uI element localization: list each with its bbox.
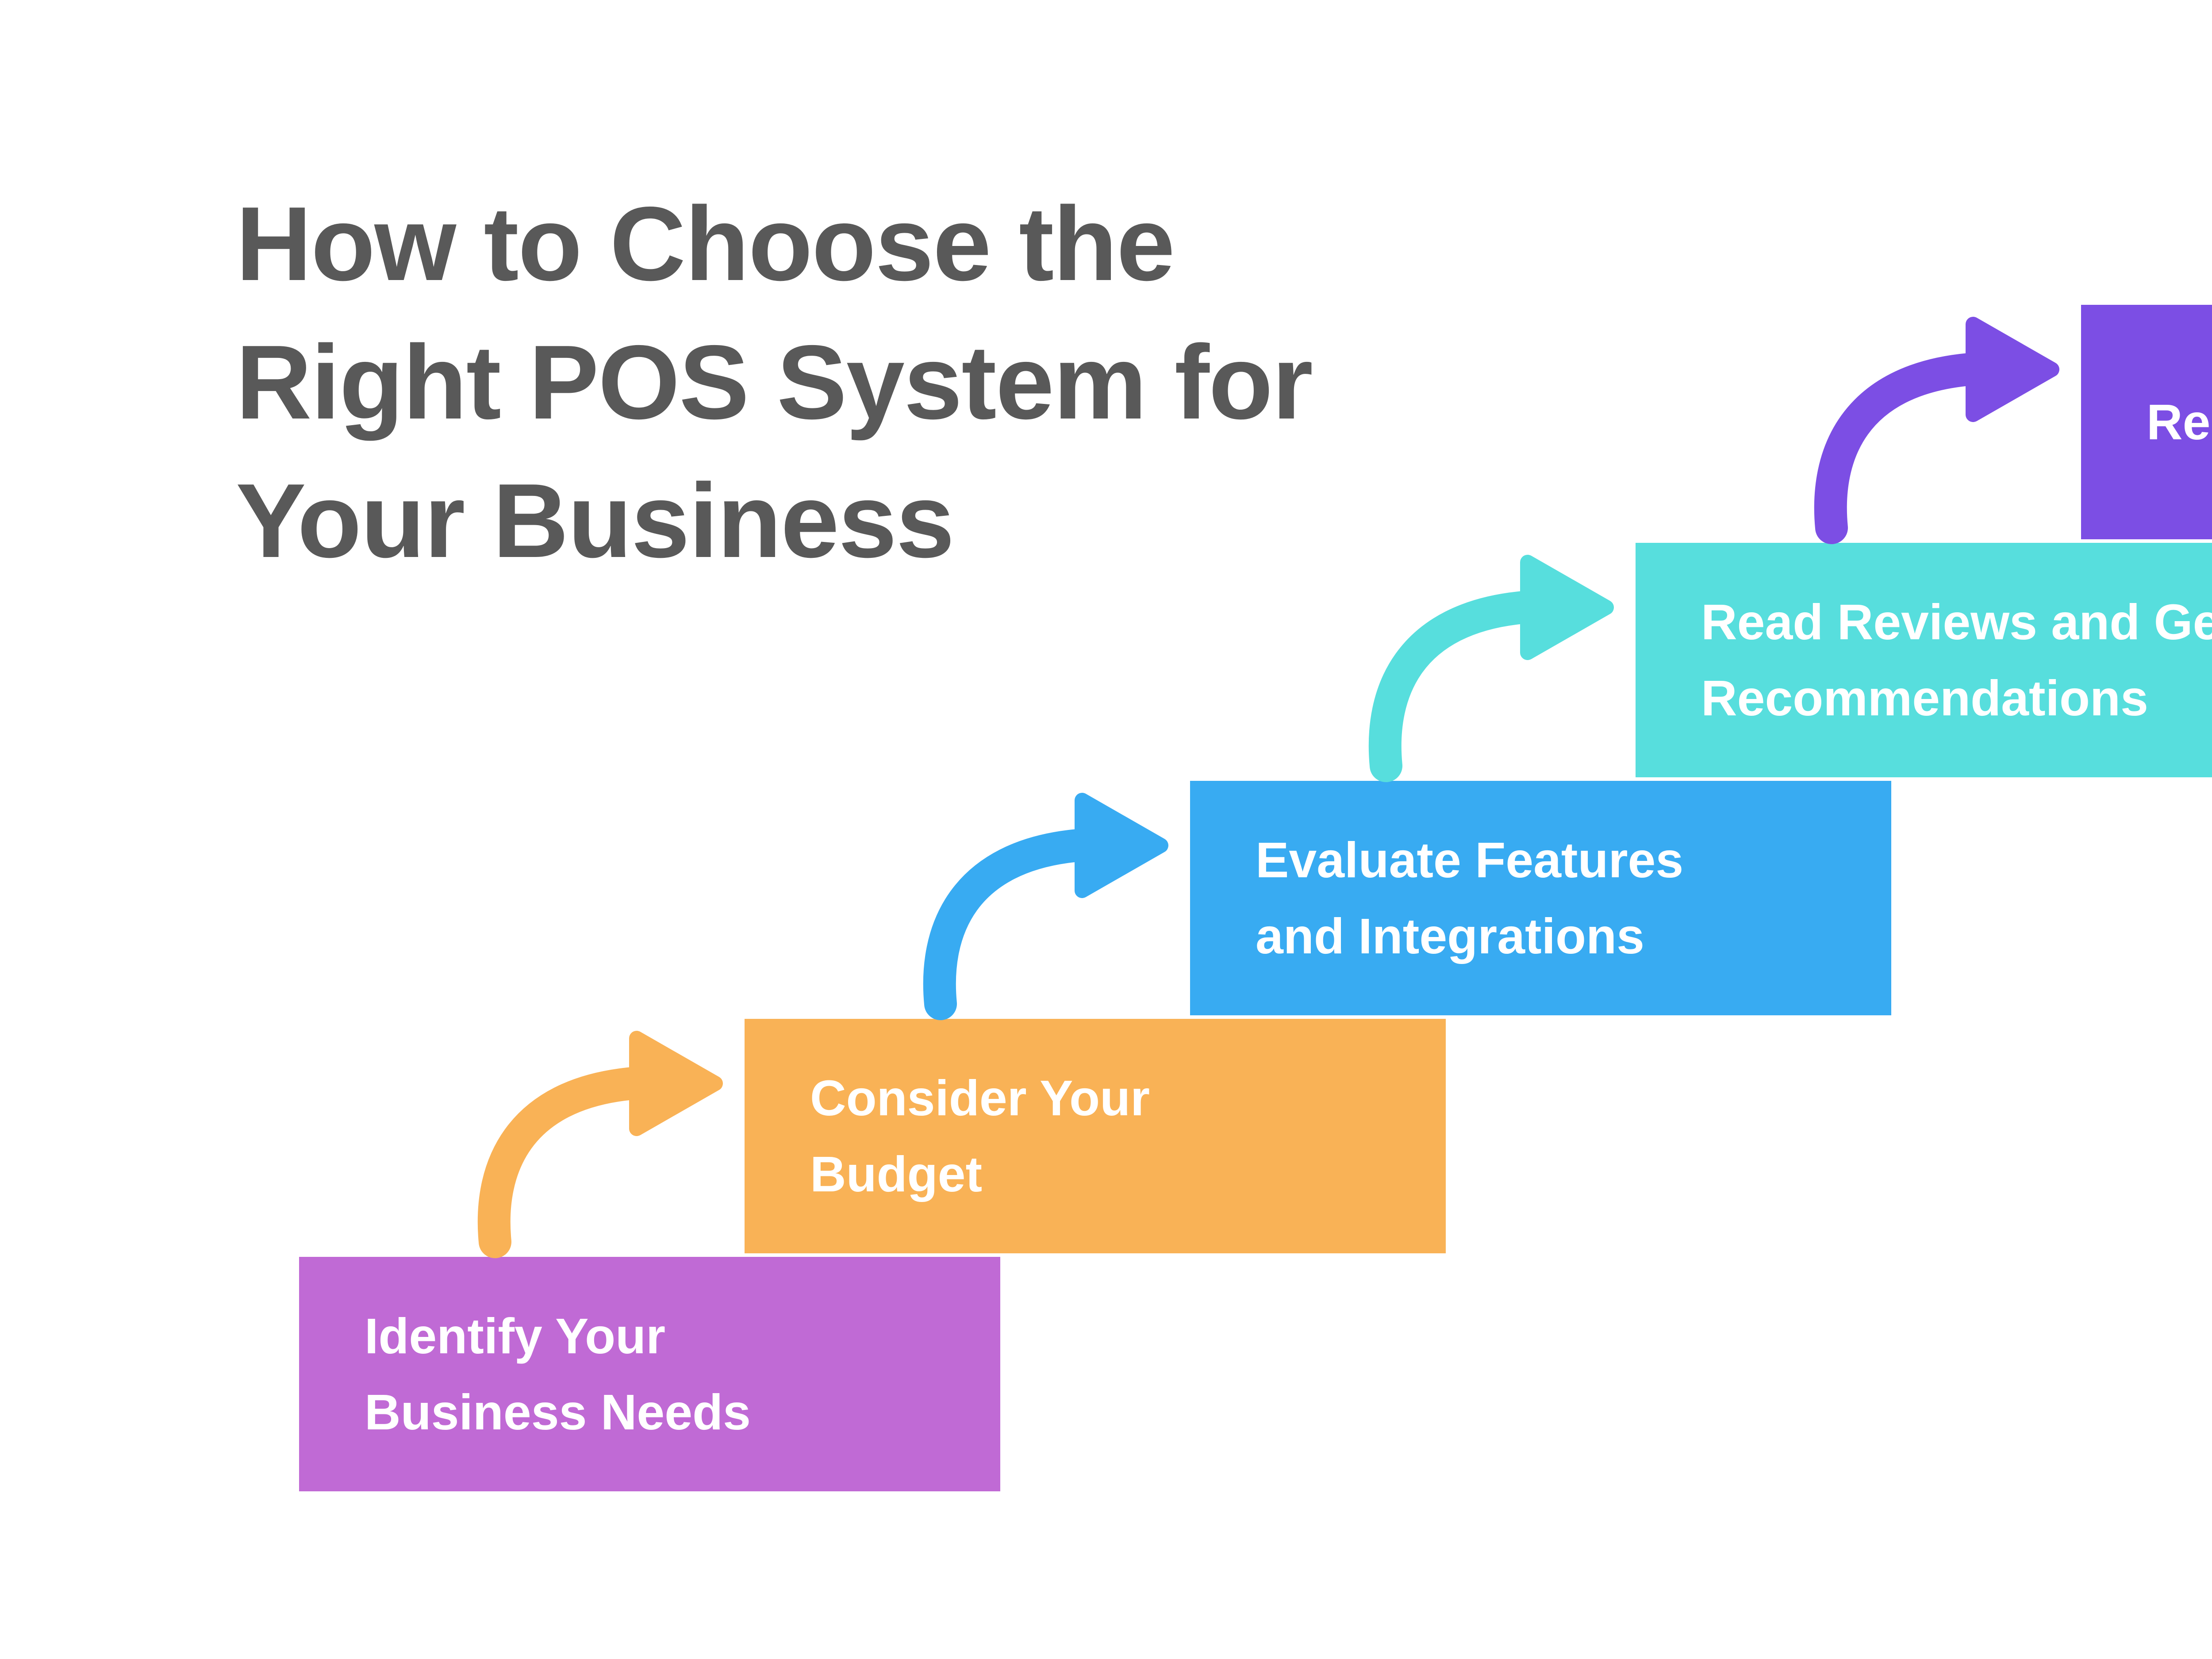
step-label: Read Reviews and Get Recommendations bbox=[1701, 594, 2212, 726]
step-box-evaluate-features: Evaluate Features and Integrations bbox=[1190, 781, 1891, 1015]
title-line: Right POS System for bbox=[236, 324, 1313, 441]
curved-arrow-icon bbox=[1814, 317, 2059, 544]
curved-arrow-icon bbox=[477, 1031, 723, 1258]
step-box-read-reviews: Read Reviews and Get Recommendations bbox=[1636, 543, 2212, 777]
step-label: Request a Demo bbox=[2147, 394, 2212, 450]
step-label: Identify Your Business Needs bbox=[365, 1308, 751, 1440]
step-box-identify-business-needs: Identify Your Business Needs bbox=[299, 1257, 1000, 1491]
step-box-consider-budget: Consider Your Budget bbox=[745, 1019, 1446, 1253]
title-line: Your Business bbox=[236, 462, 955, 580]
step-label: Evaluate Features and Integrations bbox=[1256, 832, 1684, 964]
curved-arrow-icon bbox=[1368, 555, 1614, 782]
step-label: Consider Your Budget bbox=[810, 1070, 1150, 1202]
title-line: How to Choose the bbox=[236, 185, 1175, 303]
curved-arrow-icon bbox=[923, 793, 1168, 1020]
page-title: How to Choose the Right POS System for Y… bbox=[236, 175, 1313, 590]
step-box-request-demo: Request a Demo bbox=[2081, 305, 2212, 539]
